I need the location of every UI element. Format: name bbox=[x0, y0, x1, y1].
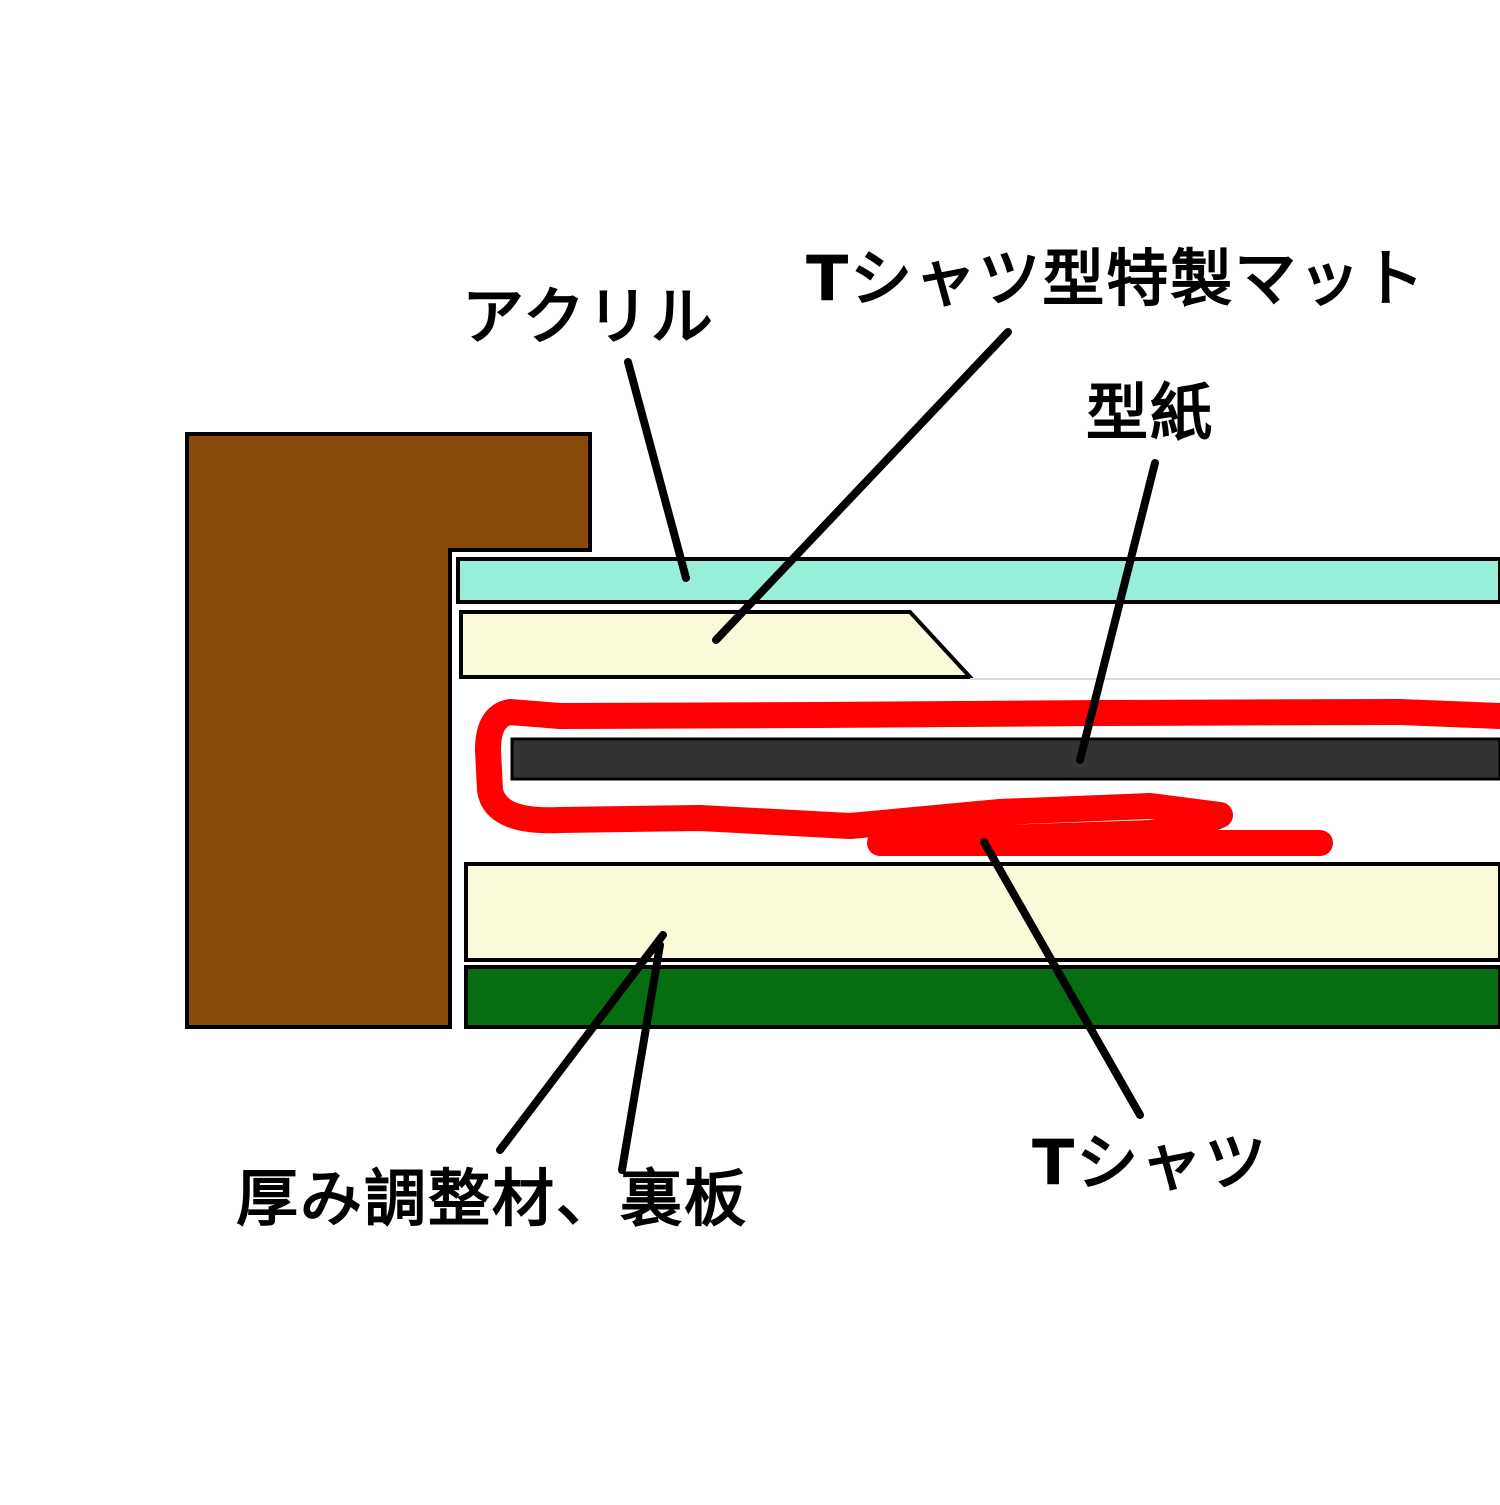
tshirt-mat bbox=[459, 610, 975, 679]
frame-moulding bbox=[185, 432, 592, 1029]
label-pattern-paper: 型紙 bbox=[1086, 376, 1215, 449]
leader-line-tshirt bbox=[980, 838, 1144, 1119]
leader-line-pattern bbox=[1076, 459, 1159, 764]
label-tshirt-mat: Tシャツ型特製マット bbox=[806, 242, 1427, 315]
back-board bbox=[464, 965, 1500, 1029]
label-tshirt: Tシャツ bbox=[1032, 1126, 1269, 1199]
leader-line-acrylic bbox=[624, 358, 690, 582]
leader-line-backboard bbox=[618, 941, 664, 1174]
tshirt-wrap bbox=[475, 699, 1500, 856]
label-acrylic: アクリル bbox=[462, 280, 715, 353]
leader-line-spacer bbox=[496, 931, 667, 1154]
label-spacer-and-backboard: 厚み調整材、裏板 bbox=[236, 1162, 749, 1235]
pattern-paper bbox=[510, 737, 1500, 781]
thickness-spacer bbox=[464, 862, 1500, 962]
acrylic-sheet bbox=[456, 557, 1500, 604]
leader-line-mat bbox=[712, 328, 1012, 644]
